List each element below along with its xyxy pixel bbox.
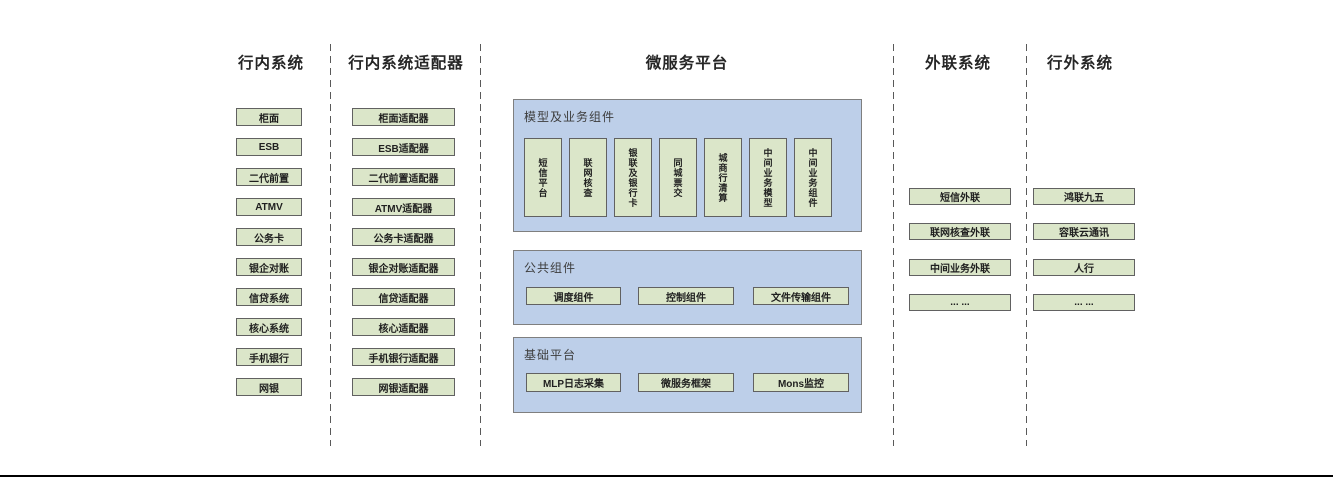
component-box: 联网核查 <box>569 138 607 217</box>
adapter-box: 银企对账适配器 <box>352 258 455 276</box>
outlink-box: 联网核查外联 <box>909 223 1011 240</box>
adapter-box: 柜面适配器 <box>352 108 455 126</box>
column-header-platform: 微服务平台 <box>645 55 729 72</box>
external-box: 容联云通讯 <box>1033 223 1135 240</box>
adapter-box: ATMV适配器 <box>352 198 455 216</box>
component-box: 城商行清算 <box>704 138 742 217</box>
column-divider <box>330 44 331 446</box>
panel-title: 基础平台 <box>524 348 577 362</box>
system-box: 银企对账 <box>236 258 302 276</box>
component-box: MLP日志采集 <box>526 373 621 392</box>
outlink-box: 中间业务外联 <box>909 259 1011 276</box>
component-box: Mons监控 <box>753 373 849 392</box>
system-box: 信贷系统 <box>236 288 302 306</box>
column-header-adapter: 行内系统适配器 <box>348 55 464 72</box>
panel-base-platform: 基础平台 MLP日志采集 微服务框架 Mons监控 <box>513 337 862 413</box>
component-box: 控制组件 <box>638 287 734 305</box>
outlink-box: ... ... <box>909 294 1011 311</box>
adapter-box: ESB适配器 <box>352 138 455 156</box>
component-box: 中间业务组件 <box>794 138 832 217</box>
component-box: 同城票交 <box>659 138 697 217</box>
outlink-box: 短信外联 <box>909 188 1011 205</box>
panel-common-components: 公共组件 调度组件 控制组件 文件传输组件 <box>513 250 862 325</box>
adapter-box: 手机银行适配器 <box>352 348 455 366</box>
component-box: 微服务框架 <box>638 373 734 392</box>
system-box: 网银 <box>236 378 302 396</box>
column-divider <box>480 44 481 446</box>
component-box: 文件传输组件 <box>753 287 849 305</box>
adapter-box: 二代前置适配器 <box>352 168 455 186</box>
panel-title: 模型及业务组件 <box>524 110 616 124</box>
system-box: 核心系统 <box>236 318 302 336</box>
system-box: ESB <box>236 138 302 156</box>
system-box: 柜面 <box>236 108 302 126</box>
adapter-box: 核心适配器 <box>352 318 455 336</box>
adapter-box: 公务卡适配器 <box>352 228 455 246</box>
adapter-box: 网银适配器 <box>352 378 455 396</box>
column-header-external: 行外系统 <box>1046 55 1113 72</box>
system-box: 公务卡 <box>236 228 302 246</box>
component-box: 银联及银行卡 <box>614 138 652 217</box>
system-box: 手机银行 <box>236 348 302 366</box>
bottom-rule <box>0 475 1333 477</box>
external-box: 鸿联九五 <box>1033 188 1135 205</box>
adapter-box: 信贷适配器 <box>352 288 455 306</box>
external-box: 人行 <box>1033 259 1135 276</box>
column-divider <box>893 44 894 446</box>
component-box: 短信平台 <box>524 138 562 217</box>
column-header-inbank: 行内系统 <box>237 55 304 72</box>
column-header-outlink: 外联系统 <box>924 55 991 72</box>
component-box: 调度组件 <box>526 287 621 305</box>
system-box: ATMV <box>236 198 302 216</box>
component-box: 中间业务模型 <box>749 138 787 217</box>
system-box: 二代前置 <box>236 168 302 186</box>
panel-model-business-components: 模型及业务组件 短信平台 联网核查 银联及银行卡 同城票交 城商行清算 中间业务… <box>513 99 862 232</box>
column-divider <box>1026 44 1027 446</box>
external-box: ... ... <box>1033 294 1135 311</box>
panel-title: 公共组件 <box>524 261 577 275</box>
